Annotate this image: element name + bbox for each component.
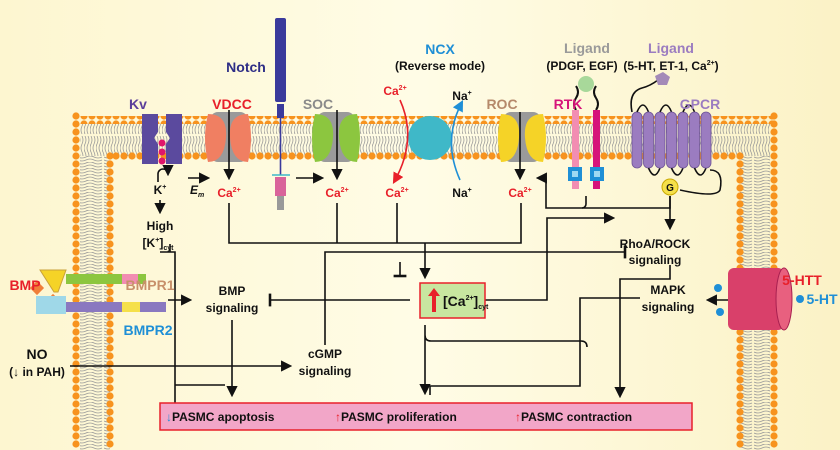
rhoa-rock-label-line1: RhoA/ROCK [620, 237, 691, 251]
no-label: NO [27, 346, 48, 362]
calcium-ion-label: Ca2+ [385, 186, 408, 200]
outcome-arrow-icon: ↑ [335, 410, 341, 424]
vdcc-channel[interactable] [205, 112, 251, 162]
5htt-label: 5-HTT [782, 272, 822, 288]
em-label: Em [190, 183, 204, 199]
soc-label: SOC [303, 96, 333, 112]
k-label: K+ [154, 183, 167, 197]
bmp-receptors[interactable] [29, 269, 166, 314]
high-k-label-line1: High [147, 219, 174, 233]
outcome-arrow-icon: ↓ [166, 410, 172, 424]
cgmp-signaling-line2: signaling [299, 364, 352, 378]
vdcc-label: VDCC [212, 96, 252, 112]
ca-cyt-label: [Ca2+]cyt [443, 293, 489, 311]
gpcr-ligand-label: Ligand [648, 40, 694, 56]
notch-receptor[interactable] [272, 18, 290, 210]
rtk-receptor[interactable] [568, 76, 604, 189]
bmpr2-label: BMPR2 [123, 322, 172, 338]
outcome-item: ↑PASMC contraction [515, 410, 632, 424]
calcium-ion-label: Ca2+ [325, 186, 348, 200]
outcome-item: ↓PASMC apoptosis [166, 410, 275, 424]
rtk-ligand-examples: (PDGF, EGF) [546, 59, 617, 73]
high-k-label-line2: [K+]cyt [143, 236, 175, 252]
na-efflux-arrow [450, 100, 464, 181]
rhoa-rock-label-line2: signaling [629, 253, 682, 267]
bmp-label: BMP [9, 277, 40, 293]
gpcr-ligand-examples: (5-HT, ET-1, Ca2+) [623, 59, 718, 73]
rtk-label: RTK [554, 96, 583, 112]
g-protein-label: G [666, 183, 674, 194]
ca-influx-arrow [392, 99, 409, 184]
calcium-ion-label: Ca2+ [508, 186, 531, 200]
mapk-signaling-line1: MAPK [650, 283, 686, 297]
outcome-arrow-icon: ↑ [515, 410, 521, 424]
roc-channel[interactable] [498, 112, 546, 162]
cytosolic-calcium-box[interactable]: [Ca2+]cyt [419, 282, 489, 319]
pathway-arrows [70, 110, 728, 415]
roc-label: ROC [486, 96, 517, 112]
serotonin-transporter[interactable] [714, 267, 804, 331]
increase-arrow-icon [428, 288, 440, 312]
kv-channel[interactable] [142, 114, 182, 165]
cgmp-signaling-line1: cGMP [308, 347, 342, 361]
bmpr1-label: BMPR1 [125, 277, 174, 293]
soc-channel[interactable] [312, 112, 360, 162]
bmp-signaling-line1: BMP [219, 284, 246, 298]
no-pah-label: (↓ in PAH) [9, 365, 65, 379]
outcomes-box [159, 402, 693, 431]
ncx-label: NCX [425, 41, 455, 57]
mapk-signaling-line2: signaling [642, 300, 695, 314]
notch-label: Notch [226, 59, 266, 75]
na-in-label: Na+ [452, 186, 471, 200]
calcium-ion-label: Ca2+ [383, 84, 406, 98]
5ht-label: 5-HT [806, 291, 838, 307]
kv-label: Kv [129, 96, 147, 112]
rtk-ligand-label: Ligand [564, 40, 610, 56]
calcium-ion-label: Ca2+ [217, 186, 240, 200]
outcome-item: ↑PASMC proliferation [335, 410, 457, 424]
gpcr-label: GPCR [680, 96, 720, 112]
na-out-label: Na+ [452, 89, 471, 103]
gpcr-receptor[interactable]: G [630, 72, 722, 196]
ncx-mode-label: (Reverse mode) [395, 59, 485, 73]
bmp-signaling-line2: signaling [206, 301, 259, 315]
ncx-exchanger[interactable] [408, 116, 452, 160]
